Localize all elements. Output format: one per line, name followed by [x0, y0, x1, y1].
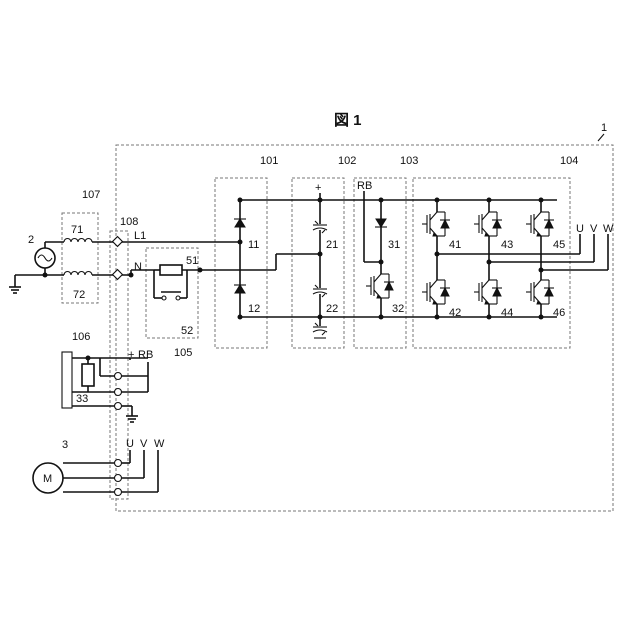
figure-title: 図 1: [334, 112, 362, 129]
rectifier-block-101: [215, 178, 267, 348]
diode-12-label: 12: [248, 303, 260, 315]
resistor-51-label: 51: [186, 255, 198, 267]
block-102-label: 102: [338, 155, 356, 167]
brake-resistor-unit-106: [62, 352, 72, 408]
igbt-45-label: 45: [553, 239, 565, 251]
igbt-44-label: 44: [501, 307, 513, 319]
igbt-32: [366, 274, 394, 298]
rb-main-label: RB: [357, 180, 372, 192]
igbt-32-label: 32: [392, 303, 404, 315]
block-107-label: 107: [82, 189, 100, 201]
block-103-label: 103: [400, 155, 418, 167]
coil-71-label: 71: [71, 224, 83, 236]
block-108-label: 108: [120, 216, 138, 228]
resistor-33-label: 33: [76, 393, 88, 405]
motor-u-label: U: [126, 438, 134, 450]
coil-72: [64, 272, 92, 275]
block-101-label: 101: [260, 155, 278, 167]
motor-w-label: W: [154, 438, 165, 450]
igbt-43: [474, 212, 502, 236]
output-u-label: U: [576, 223, 584, 235]
resistor-51: [160, 265, 182, 275]
ac-source-label: 2: [28, 234, 34, 246]
motor-v-label: V: [140, 438, 148, 450]
coil-71: [64, 239, 92, 242]
device-label: 1: [601, 122, 607, 134]
diode-12: [235, 285, 245, 293]
relay-52-label: 52: [181, 325, 193, 337]
motor-ref-label: 3: [62, 439, 68, 451]
line-n-label: N: [134, 261, 142, 273]
resistor-33: [82, 364, 94, 386]
diode-31-label: 31: [388, 239, 400, 251]
diode-11-label: 11: [248, 239, 259, 251]
block-104-label: 104: [560, 155, 578, 167]
plus-ext-label: +: [128, 349, 134, 361]
line-l1-label: L1: [134, 230, 146, 242]
rb-ext-label: RB: [138, 349, 153, 361]
igbt-44: [474, 280, 502, 304]
capacitor-block-102: [292, 178, 344, 348]
motor-M-label: M: [43, 473, 52, 485]
igbt-46: [526, 280, 554, 304]
diode-31: [376, 219, 386, 227]
cap-21-label: 21: [326, 239, 338, 251]
block-106-label: 106: [72, 331, 90, 343]
output-v-label: V: [590, 223, 598, 235]
igbt-46-label: 46: [553, 307, 565, 319]
cap-22-label: 22: [326, 303, 338, 315]
igbt-45: [526, 212, 554, 236]
output-w-label: W: [603, 223, 614, 235]
diode-11: [235, 219, 245, 227]
plus-main-label: +: [315, 182, 321, 194]
igbt-42: [422, 280, 450, 304]
igbt-41-label: 41: [449, 239, 461, 251]
igbt-41: [422, 212, 450, 236]
igbt-42-label: 42: [449, 307, 461, 319]
coil-72-label: 72: [73, 289, 85, 301]
block-105-label: 105: [174, 347, 192, 359]
igbt-43-label: 43: [501, 239, 513, 251]
